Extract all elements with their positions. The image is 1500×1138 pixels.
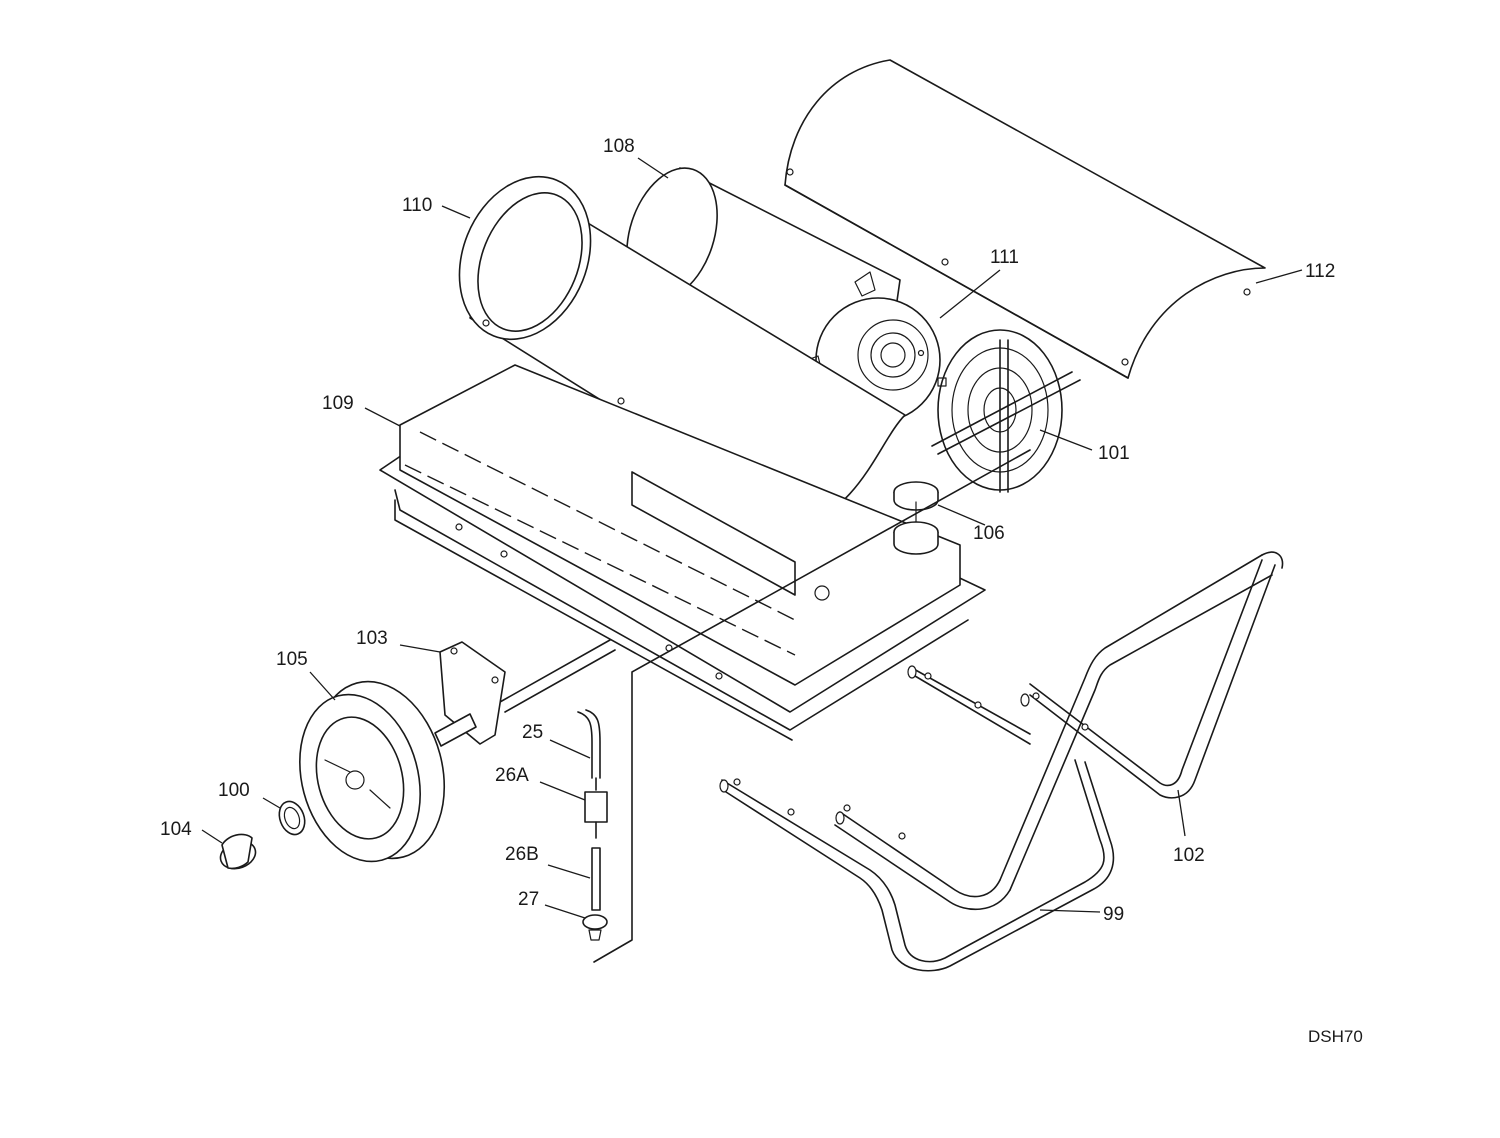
label-102: 102 <box>1173 845 1205 866</box>
fuel-line-part <box>577 449 1031 963</box>
label-109: 109 <box>322 393 354 414</box>
leader-lines <box>201 157 1303 919</box>
hub-cap-part <box>219 833 257 870</box>
label-101: 101 <box>1098 443 1130 464</box>
outer-shell-part <box>458 175 906 526</box>
label-108: 108 <box>603 136 635 157</box>
wheel-part <box>299 680 446 863</box>
label-27: 27 <box>518 889 539 910</box>
axle-part <box>434 639 616 747</box>
handle-part <box>834 551 1284 911</box>
label-103: 103 <box>356 628 388 649</box>
label-111: 111 <box>990 247 1019 268</box>
retaining-ring-part <box>278 800 306 836</box>
fuel-tank-part <box>379 364 986 741</box>
label-106: 106 <box>973 523 1005 544</box>
label-99: 99 <box>1103 904 1124 925</box>
fuel-cap-part <box>893 481 939 555</box>
label-100: 100 <box>218 780 250 801</box>
label-105: 105 <box>276 649 308 670</box>
label-112: 112 <box>1305 261 1335 282</box>
label-110: 110 <box>402 195 432 216</box>
model-code: DSH70 <box>1308 1027 1363 1046</box>
base-frame-part <box>719 759 1115 972</box>
fan-guard-part <box>931 329 1081 493</box>
label-104: 104 <box>160 819 192 840</box>
label-26a: 26A <box>495 765 529 786</box>
part-labels: 108 110 111 112 109 101 106 103 105 100 … <box>160 136 1363 1046</box>
top-cover-part <box>784 59 1266 379</box>
label-26b: 26B <box>505 844 539 865</box>
label-25: 25 <box>522 722 543 743</box>
